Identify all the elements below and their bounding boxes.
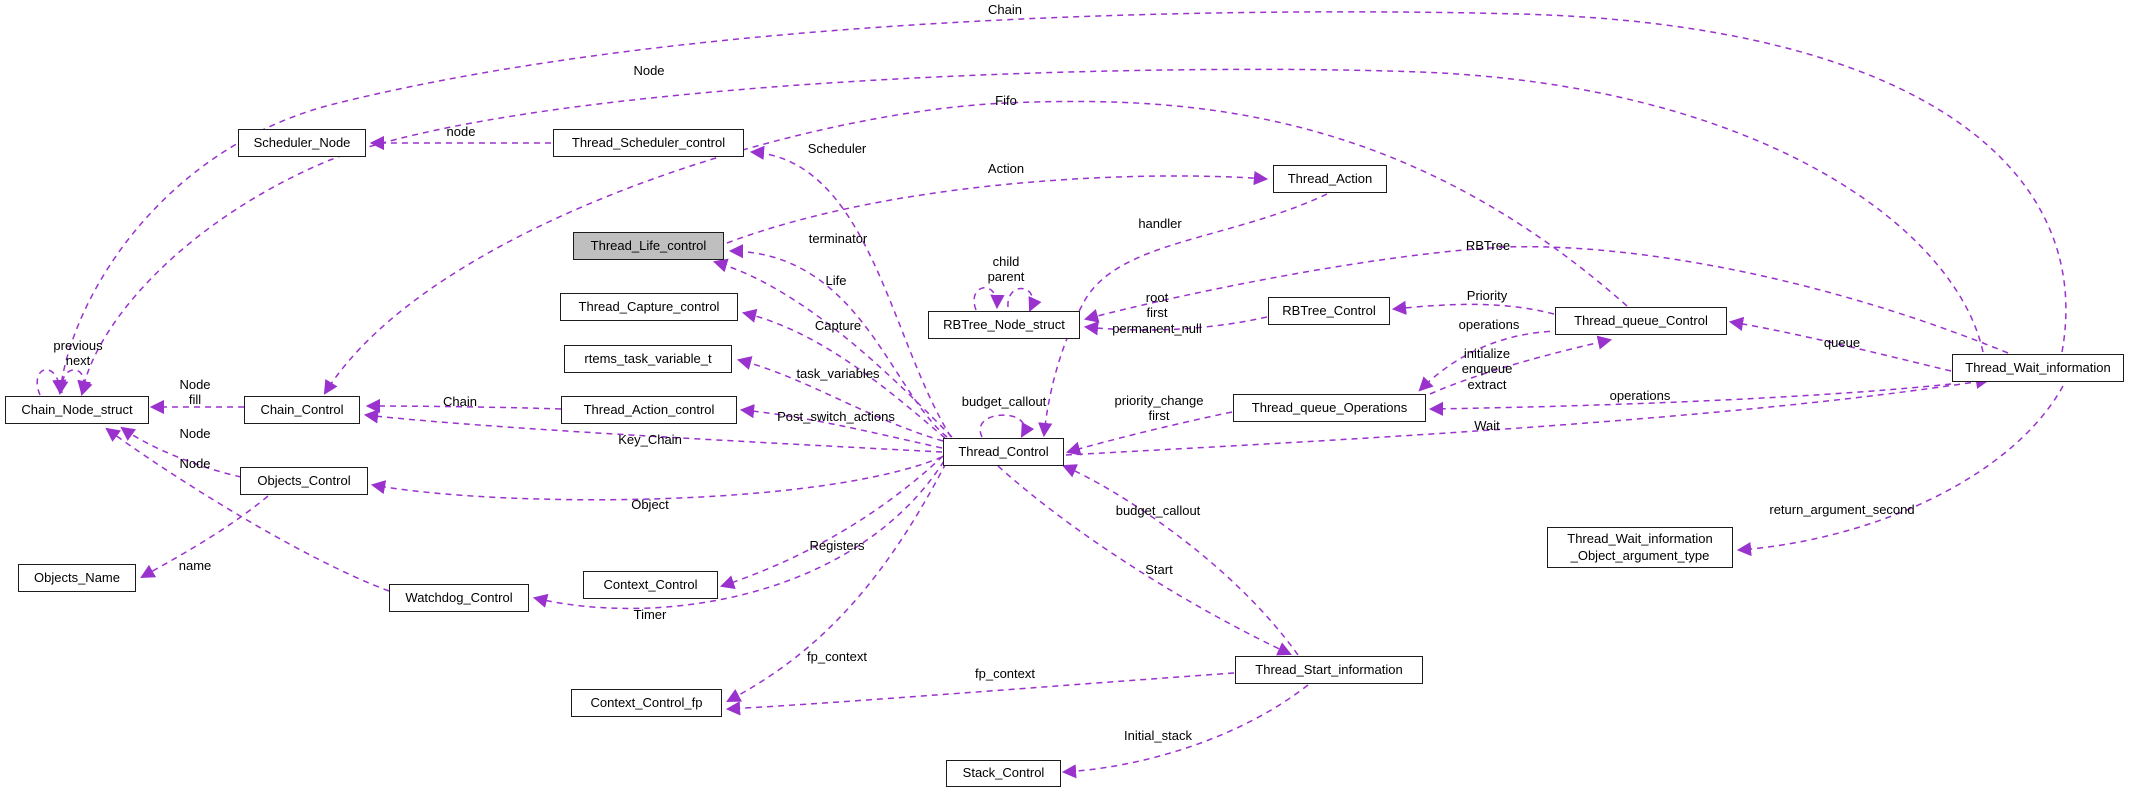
edge-label-post-switch-actions: Post_switch_actions — [777, 409, 895, 424]
edge-label-node-top: Node — [633, 63, 665, 78]
edge-label-name: name — [178, 558, 212, 573]
edge-label-scheduler: Scheduler — [807, 141, 867, 156]
edge-label-fifo: Fifo — [995, 93, 1017, 108]
edge-label-terminator: terminator — [808, 231, 868, 246]
edge-label-operations-upper: operations — [1458, 317, 1520, 332]
edge-label-chain-mid: Chain — [443, 394, 477, 409]
edge-label-handler: handler — [1138, 216, 1182, 231]
node-thread-capture-control[interactable]: Thread_Capture_control — [560, 293, 738, 321]
edge-label-timer: Timer — [633, 607, 667, 622]
edge-label-initial-stack: Initial_stack — [1124, 728, 1192, 743]
edge-label-priority: Priority — [1466, 288, 1508, 303]
node-rbtree-control[interactable]: RBTree_Control — [1268, 297, 1390, 325]
edge-label-budget-callout-start: budget_callout — [1115, 503, 1201, 518]
edge-label-task-variables: task_variables — [796, 366, 880, 381]
node-objects-control[interactable]: Objects_Control — [240, 467, 368, 495]
node-thread-wait-information-object-argument-type[interactable]: Thread_Wait_information _Object_argument… — [1547, 527, 1733, 568]
edge-label-fp-context-start: fp_context — [975, 666, 1035, 681]
node-thread-queue-control[interactable]: Thread_queue_Control — [1555, 307, 1727, 335]
edge-label-node-objects: Node — [179, 426, 211, 441]
node-watchdog-control[interactable]: Watchdog_Control — [389, 584, 529, 612]
edge-label-rbtree: RBTree — [1465, 238, 1511, 253]
edge-label-root-first-permanent-null: root first permanent_null — [1112, 290, 1202, 336]
edge-label-operations-lower: operations — [1609, 388, 1671, 403]
edge-label-chain-top: Chain — [988, 2, 1022, 17]
edge-label-start: Start — [1145, 562, 1173, 577]
edge-label-child-parent: child parent — [987, 254, 1025, 285]
edge-label-return-argument-second: return_argument_second — [1769, 502, 1915, 517]
edge-label-node-fill: Node fill — [179, 377, 211, 408]
edge-label-priority-change-first: priority_change first — [1114, 393, 1204, 424]
node-stack-control[interactable]: Stack_Control — [946, 760, 1061, 787]
node-scheduler-node[interactable]: Scheduler_Node — [238, 129, 366, 157]
node-thread-scheduler-control[interactable]: Thread_Scheduler_control — [553, 129, 744, 157]
edge-label-action: Action — [987, 161, 1025, 176]
edge-label-queue: queue — [1823, 335, 1861, 350]
node-thread-action[interactable]: Thread_Action — [1273, 165, 1387, 193]
node-thread-life-control[interactable]: Thread_Life_control — [573, 232, 724, 260]
node-thread-wait-information[interactable]: Thread_Wait_information — [1952, 354, 2124, 382]
node-chain-control[interactable]: Chain_Control — [244, 396, 360, 424]
node-thread-queue-operations[interactable]: Thread_queue_Operations — [1233, 394, 1426, 422]
edge-label-fp-context-registers: fp_context — [807, 649, 867, 664]
node-context-control-fp[interactable]: Context_Control_fp — [571, 689, 722, 717]
edge-label-life: Life — [825, 273, 847, 288]
node-rbtree-node-struct[interactable]: RBTree_Node_struct — [928, 311, 1080, 339]
edge-label-budget-callout-self: budget_callout — [961, 394, 1047, 409]
edge-label-key-chain: Key_Chain — [618, 432, 682, 447]
edge-label-registers: Registers — [809, 538, 865, 553]
edge-label-initialize-enqueue-extract: initialize enqueue extract — [1461, 346, 1513, 392]
edge-label-object: Object — [631, 497, 669, 512]
edge-label-wait: Wait — [1474, 418, 1500, 433]
node-objects-name[interactable]: Objects_Name — [18, 564, 136, 592]
node-thread-start-information[interactable]: Thread_Start_information — [1235, 656, 1423, 684]
edge-label-node-watchdog: Node — [179, 456, 211, 471]
edge-label-node: node — [446, 124, 476, 139]
node-thread-action-control[interactable]: Thread_Action_control — [561, 396, 737, 424]
node-rtems-task-variable-t[interactable]: rtems_task_variable_t — [564, 345, 732, 373]
node-context-control[interactable]: Context_Control — [583, 571, 718, 599]
edge-label-previous-next: previous next — [53, 338, 103, 369]
node-thread-control[interactable]: Thread_Control — [943, 438, 1064, 466]
node-chain-node-struct[interactable]: Chain_Node_struct — [5, 396, 149, 424]
edge-label-capture: Capture — [814, 318, 862, 333]
